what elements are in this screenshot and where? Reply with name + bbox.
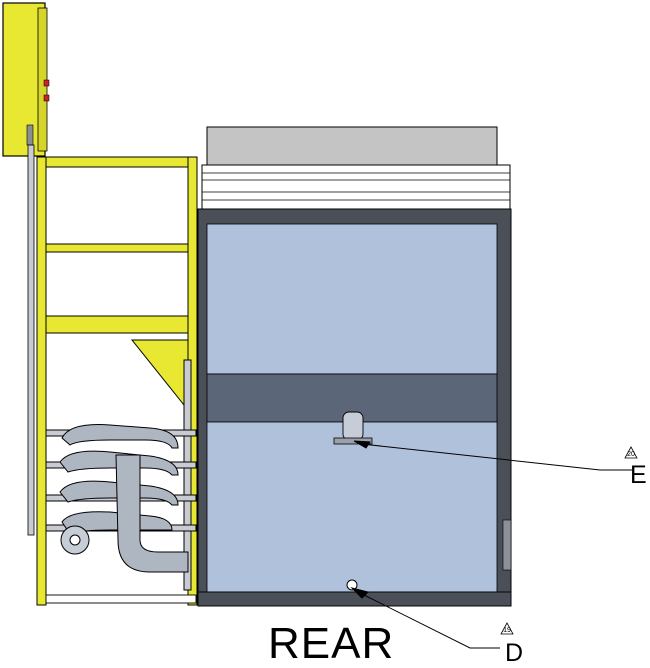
- ladder-frame: [36, 156, 198, 606]
- revision-triangle-d: 19: [500, 622, 514, 635]
- left-vertical-pipe: [27, 144, 35, 536]
- main-unit: [197, 126, 512, 607]
- piping-manifold: [45, 359, 197, 591]
- control-cabinet: [2, 2, 50, 157]
- callout-letter-e: E: [630, 461, 647, 489]
- outlet-nozzle: [333, 411, 373, 445]
- callout-letter-d: D: [505, 639, 524, 667]
- bottom-rails: [45, 591, 512, 607]
- view-title: REAR: [268, 619, 395, 668]
- revision-triangle-e: 20: [624, 446, 638, 459]
- drain-port: [346, 579, 358, 591]
- revision-number-d: 19: [503, 627, 511, 634]
- leader-lines: [350, 440, 632, 649]
- revision-number-e: 20: [627, 451, 635, 458]
